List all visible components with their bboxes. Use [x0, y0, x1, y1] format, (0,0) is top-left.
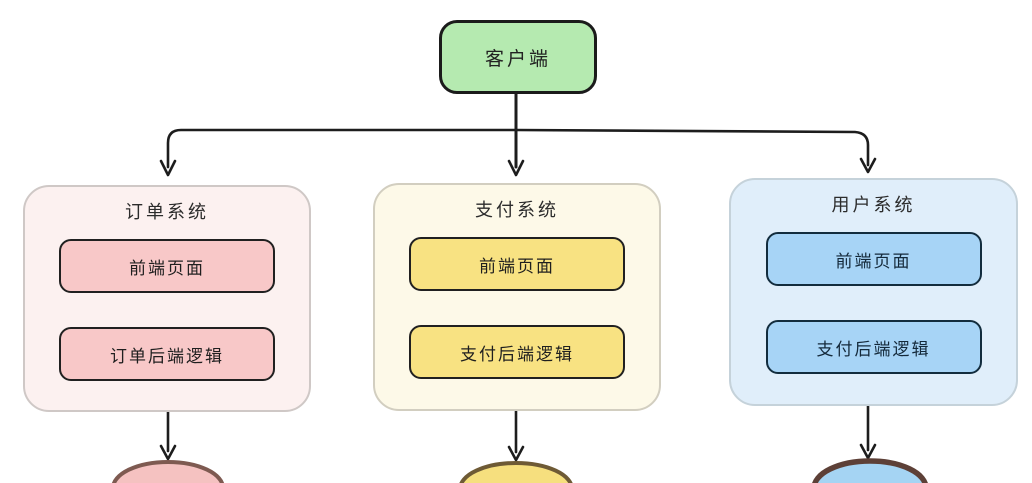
order-frontend-node: 前端页面: [59, 239, 275, 293]
client-node-label: 客户端: [484, 47, 551, 70]
arrowhead-payment: [507, 159, 525, 177]
payment-system-panel: 支付系统 前端页面 支付后端逻辑: [373, 183, 661, 411]
payment-backend-node: 支付后端逻辑: [409, 325, 625, 379]
arrowhead-user-database: [859, 443, 877, 460]
database-cylinder-icon-pink: [111, 460, 225, 483]
user-system-panel: 用户系统 前端页面 支付后端逻辑: [729, 178, 1018, 406]
client-node: 客户端: [439, 20, 597, 94]
database-cylinder-icon-yellow: [459, 461, 573, 483]
arrowhead-user: [859, 157, 877, 174]
user-system-title: 用户系统: [831, 195, 916, 216]
edge-client-user: [514, 128, 870, 167]
arrowhead-order-database: [159, 444, 177, 461]
database-cylinder-icon-blue: [812, 458, 928, 483]
arrowhead-payment-database: [507, 445, 525, 462]
payment-frontend-node: 前端页面: [409, 237, 625, 291]
user-backend-node: 支付后端逻辑: [765, 320, 982, 374]
edge-client-order: [166, 128, 518, 169]
order-backend-node: 订单后端逻辑: [59, 327, 275, 381]
arrowhead-order: [159, 159, 177, 177]
user-frontend-node: 前端页面: [765, 232, 982, 286]
payment-system-title: 支付系统: [475, 200, 559, 221]
order-system-title: 订单系统: [125, 202, 209, 223]
order-system-panel: 订单系统 前端页面 订单后端逻辑: [23, 185, 311, 412]
